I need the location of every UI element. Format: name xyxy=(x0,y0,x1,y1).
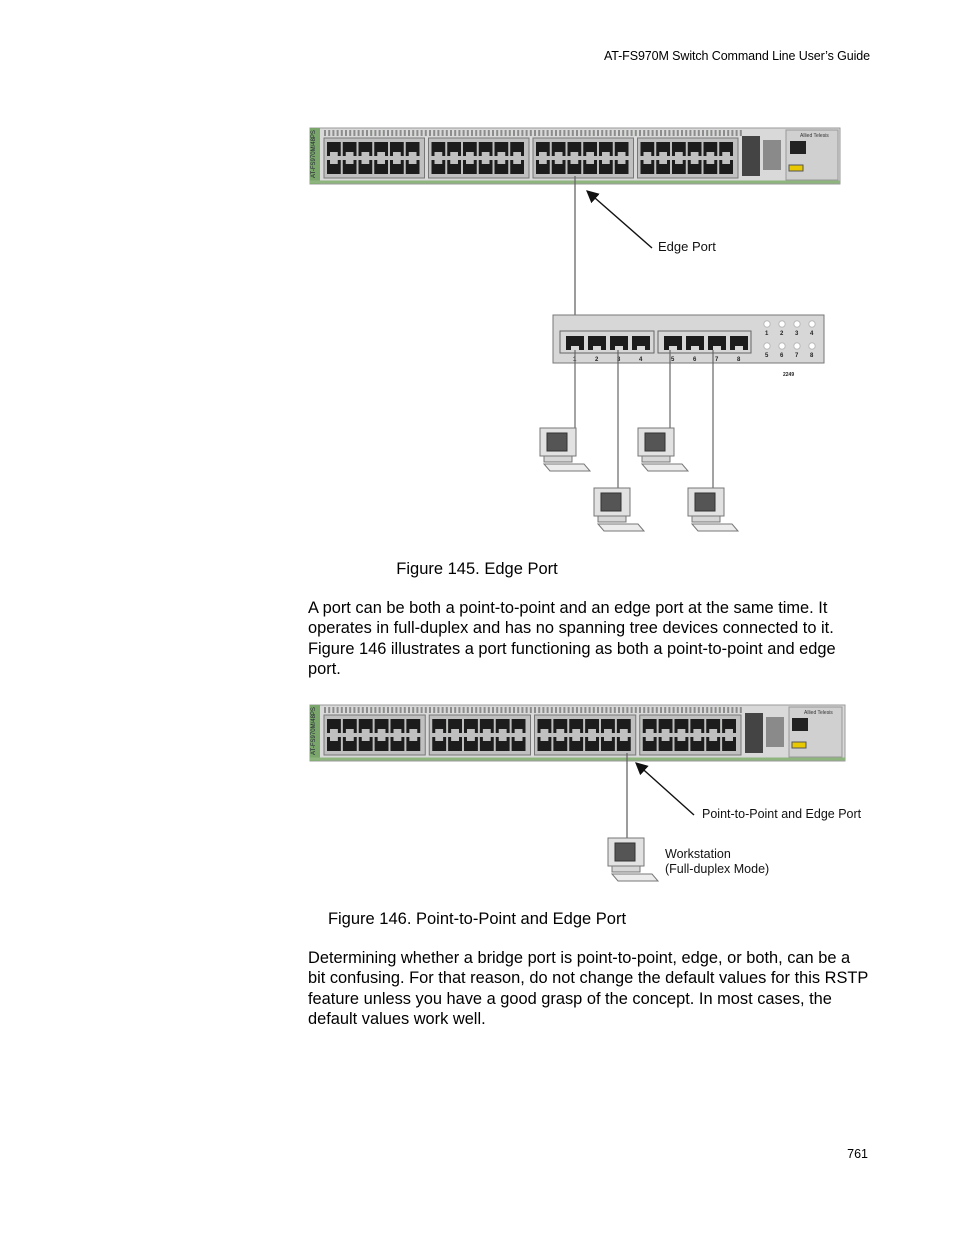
hub-led-number: 6 xyxy=(780,353,784,359)
edge-port-callout: Edge Port xyxy=(658,239,716,254)
body-paragraph: Determining whether a bridge port is poi… xyxy=(308,949,869,1028)
body-paragraph: A port can be both a point-to-point and … xyxy=(308,599,836,678)
workstation-label: Workstation xyxy=(665,847,731,861)
computer-icon xyxy=(687,487,740,532)
brand-label: Allied Telesis xyxy=(804,710,833,716)
hub-leds: 1 2 3 4 5 6 7 8 xyxy=(763,320,816,359)
hub-port-number: 3 xyxy=(617,357,621,363)
computer-icon xyxy=(593,487,646,532)
hub-led-number: 2 xyxy=(780,331,784,337)
hub-led-number: 5 xyxy=(765,353,769,359)
page-number: 761 xyxy=(847,1147,868,1161)
hub-8-port: 1 2 3 4 5 6 7 8 1 2 3 4 5 6 7 8 2249 xyxy=(552,314,825,378)
hub-port-number: 7 xyxy=(715,357,719,363)
figure-145-caption: Figure 145. Edge Port xyxy=(396,560,558,578)
hub-led-number: 4 xyxy=(810,331,814,337)
hub-port-number: 2 xyxy=(595,357,599,363)
figure-146-point-to-point-edge-diagram: AT-FS970M/48PS Allied Telesis Point-to-P… xyxy=(309,704,862,882)
hub-model-label: 2249 xyxy=(783,372,794,378)
hub-led-number: 3 xyxy=(795,331,799,337)
point-to-point-callout: Point-to-Point and Edge Port xyxy=(702,807,862,821)
workstations xyxy=(539,427,740,532)
hub-port-number: 6 xyxy=(693,357,697,363)
workstation xyxy=(607,837,660,882)
hub-led-number: 7 xyxy=(795,353,799,359)
switch-48-port: AT-FS970M/48PS Allied Telesis xyxy=(309,704,846,762)
switch-48-port: AT-FS970M/48PS Allied Telesis xyxy=(309,127,841,185)
brand-label: Allied Telesis xyxy=(800,133,829,139)
hub-led-number: 1 xyxy=(765,331,769,337)
switch-port-blocks xyxy=(323,130,742,179)
hub-port-number: 8 xyxy=(737,357,741,363)
running-header: AT-FS970M Switch Command Line User’s Gui… xyxy=(603,49,870,63)
hub-port-number: 4 xyxy=(639,357,643,363)
workstation-mode-label: (Full-duplex Mode) xyxy=(665,862,769,876)
switch-model-label: AT-FS970M/48PS xyxy=(311,130,317,178)
hub-port-number: 5 xyxy=(671,357,675,363)
hub-led-number: 8 xyxy=(810,353,814,359)
computer-icon xyxy=(607,837,660,882)
switch-port-blocks xyxy=(323,707,742,756)
figure-145-edge-port-diagram: AT-FS970M/48PS Allied Telesis Edge Port … xyxy=(309,127,841,532)
figure-146-caption: Figure 146. Point-to-Point and Edge Port xyxy=(327,910,627,928)
computer-icon xyxy=(539,427,592,472)
computer-icon xyxy=(637,427,690,472)
switch-model-label: AT-FS970M/48PS xyxy=(311,707,317,755)
